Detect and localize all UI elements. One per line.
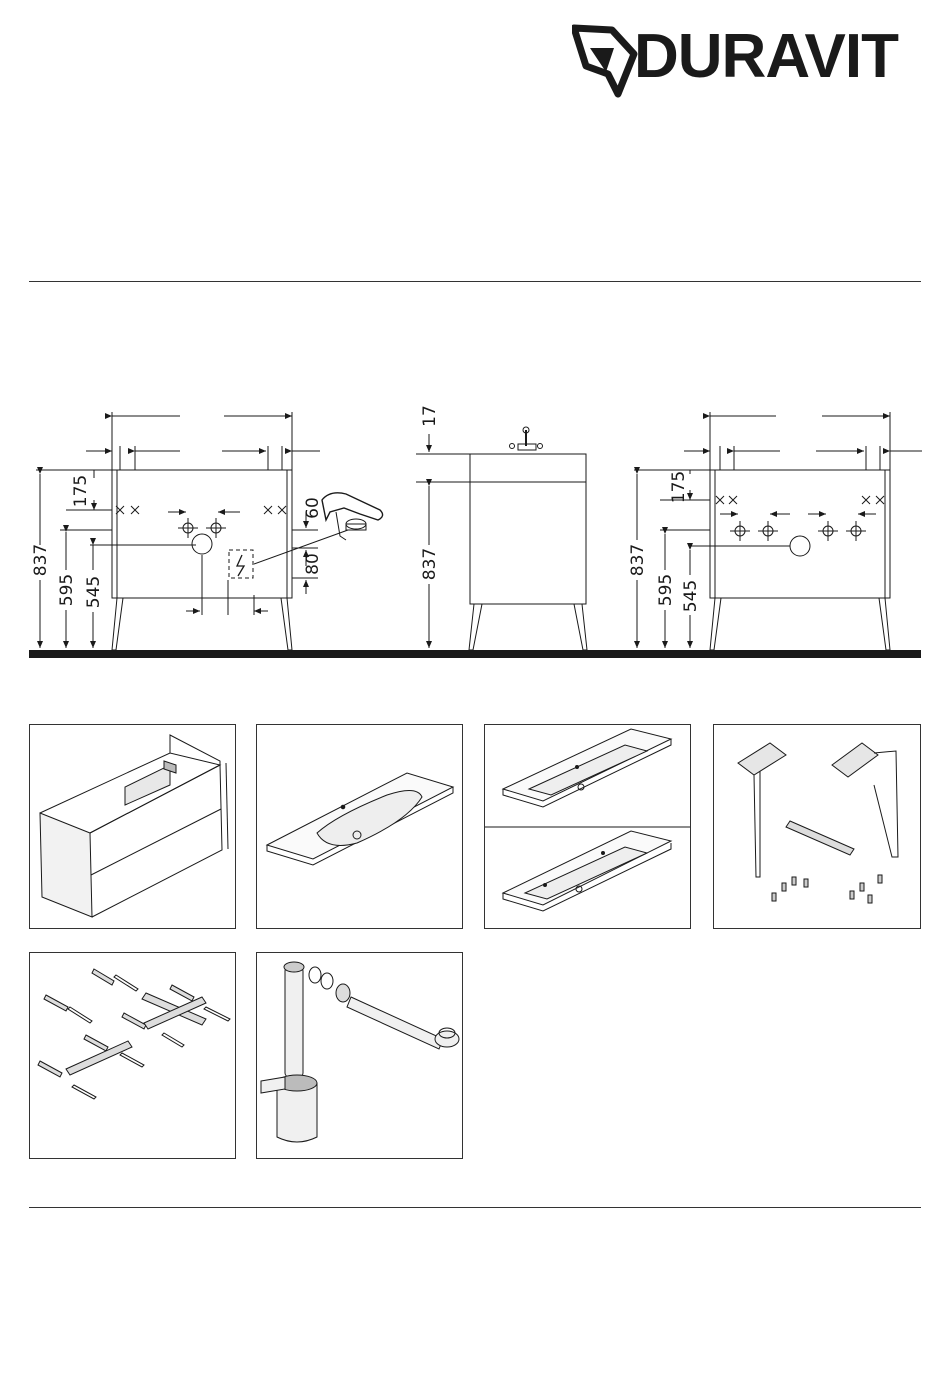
top-divider: [29, 281, 921, 282]
washbasin-variants-icon: [485, 725, 690, 928]
dim-label: 17: [420, 405, 440, 427]
dim-label: 545: [84, 576, 104, 608]
component-fixing-set: [29, 952, 236, 1159]
dim-label: 545: [681, 580, 701, 612]
dim-label: 175: [71, 475, 91, 507]
siphon-icon: [257, 953, 462, 1158]
dim-label: 837: [420, 548, 440, 580]
dim-label: 837: [628, 544, 648, 576]
dim-label: 595: [57, 574, 77, 606]
component-siphon: [256, 952, 463, 1159]
dim-label: 60: [303, 497, 323, 519]
bottom-divider: [29, 1207, 921, 1208]
component-vanity-unit: [29, 724, 236, 929]
brand-logo-icon: [572, 14, 642, 98]
washbasin-icon: [257, 725, 462, 928]
leg-brackets-icon: [714, 725, 920, 928]
brand-wordmark: DURAVIT: [634, 22, 898, 92]
dim-label: 837: [31, 544, 51, 576]
component-washbasin: [256, 724, 463, 929]
component-washbasin-variants: [484, 724, 691, 929]
component-leg-brackets: [713, 724, 921, 929]
brand-logo: DURAVIT: [572, 14, 922, 98]
vanity-unit-icon: [30, 725, 235, 928]
dim-label: 80: [303, 553, 323, 575]
dim-label: 595: [656, 574, 676, 606]
technical-drawing: 175 60 80 837 595 545 17 837 175 837 595…: [0, 390, 950, 670]
dim-label: 175: [669, 471, 689, 503]
fixing-set-icon: [30, 953, 235, 1158]
